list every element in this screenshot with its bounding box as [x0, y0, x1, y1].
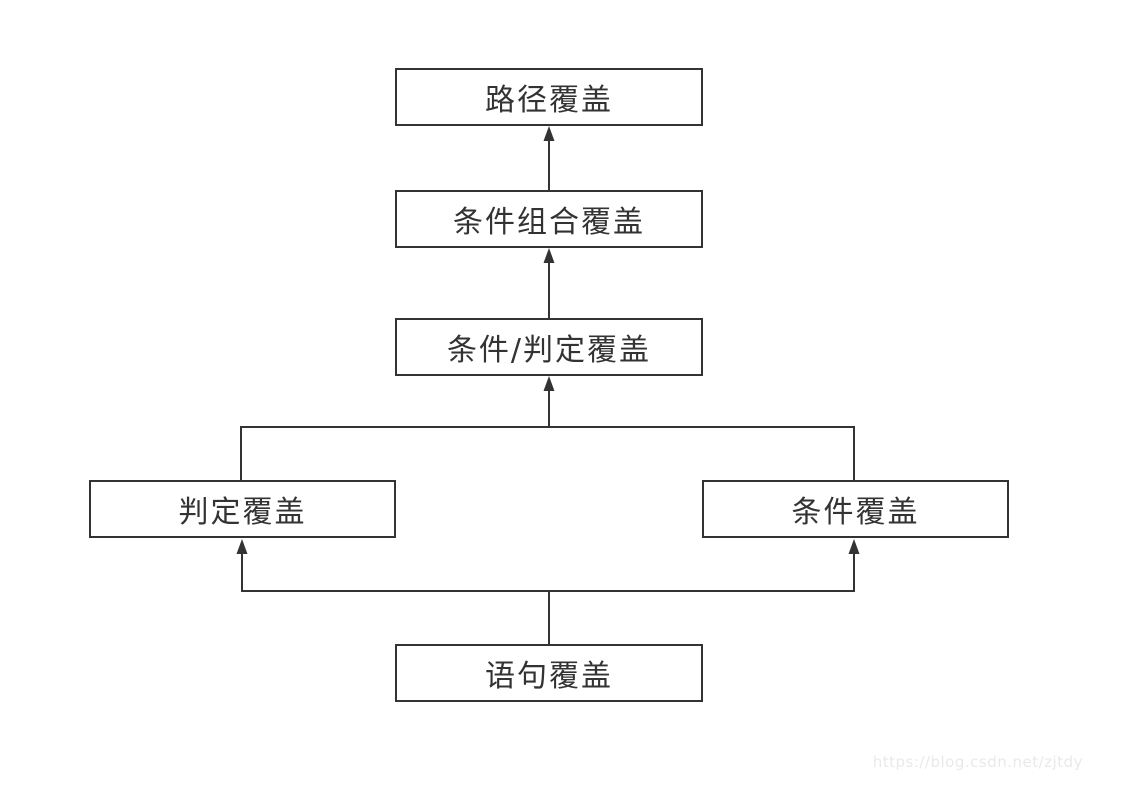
fork-upper-connector	[240, 426, 855, 480]
node-statement-coverage-label: 语句覆盖	[485, 659, 613, 694]
arrowhead-to-comb	[543, 248, 555, 263]
node-decision-coverage: 判定覆盖	[89, 480, 396, 538]
node-decision-coverage-label: 判定覆盖	[178, 495, 307, 530]
arrowhead-to-path	[543, 126, 555, 141]
arrowhead-to-condition	[848, 539, 860, 554]
node-condition-decision-coverage: 条件/判定覆盖	[395, 318, 703, 376]
arrowhead-to-decision	[236, 539, 248, 554]
node-condition-combination-coverage: 条件组合覆盖	[395, 190, 703, 248]
node-path-coverage: 路径覆盖	[395, 68, 703, 126]
node-path-coverage-label: 路径覆盖	[485, 83, 613, 118]
node-condition-coverage-label: 条件覆盖	[791, 495, 920, 530]
watermark: https://blog.csdn.net/zjtdy	[872, 753, 1083, 771]
arrowhead-to-conddec	[543, 376, 555, 391]
fork-lower-connector	[241, 553, 855, 592]
node-condition-combination-coverage-label: 条件组合覆盖	[453, 205, 645, 240]
node-condition-coverage: 条件覆盖	[702, 480, 1009, 538]
node-statement-coverage: 语句覆盖	[395, 644, 703, 702]
node-condition-decision-coverage-label: 条件/判定覆盖	[446, 333, 652, 368]
